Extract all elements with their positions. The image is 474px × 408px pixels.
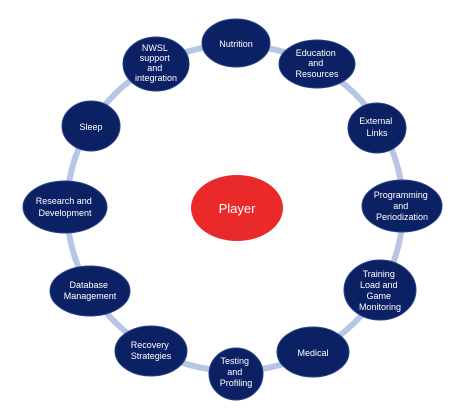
player-center-ellipse bbox=[191, 175, 283, 241]
node-nutrition-shape bbox=[201, 18, 271, 68]
node-education-and-resources-label: Education and Resources bbox=[295, 48, 339, 79]
node-training-load-and-game-monitoring-label: Training Load and Game Monitoring bbox=[359, 269, 401, 312]
node-external-links: External Links bbox=[347, 102, 407, 154]
node-medical-shape bbox=[276, 326, 350, 378]
node-database-management-label: Database Management bbox=[64, 280, 117, 301]
node-recovery-strategies-label: Recovery Strategies bbox=[131, 340, 172, 361]
node-sleep-shape bbox=[61, 100, 121, 152]
node-sleep-label: Sleep bbox=[79, 122, 102, 132]
node-sleep: Sleep bbox=[61, 100, 121, 152]
player-center-label: Player bbox=[219, 201, 257, 216]
node-research-and-development-shape bbox=[22, 180, 108, 234]
node-database-management: Database Management bbox=[49, 265, 131, 317]
node-medical: Medical bbox=[276, 326, 350, 378]
node-nwsl-support-and-integration-shape bbox=[122, 36, 190, 92]
node-programming-and-periodization: Programming and Periodization bbox=[361, 179, 443, 233]
node-training-load-and-game-monitoring: Training Load and Game Monitoring bbox=[343, 259, 417, 321]
node-testing-and-profiling-label: Testing and Profiling bbox=[220, 356, 253, 388]
node-education-and-resources-shape bbox=[278, 39, 356, 89]
node-testing-and-profiling: Testing and Profiling bbox=[208, 347, 264, 401]
node-nutrition-label: Nutrition bbox=[219, 39, 253, 49]
node-nwsl-support-and-integration-label: NWSL support and integration bbox=[135, 43, 177, 83]
node-education-and-resources: Education and Resources bbox=[278, 39, 356, 89]
node-medical-label: Medical bbox=[297, 348, 328, 358]
node-programming-and-periodization-label: Programming and Periodization bbox=[374, 190, 431, 222]
node-nwsl-support-and-integration: NWSL support and integration bbox=[122, 36, 190, 92]
node-research-and-development-label: Research and Development bbox=[36, 196, 95, 218]
player-center-node: Player bbox=[191, 175, 283, 241]
node-recovery-strategies-shape bbox=[114, 325, 188, 377]
node-nutrition: Nutrition bbox=[201, 18, 271, 68]
outer-nodes: Nutrition Education and Resources Extern… bbox=[22, 18, 443, 401]
node-research-and-development: Research and Development bbox=[22, 180, 108, 234]
node-recovery-strategies: Recovery Strategies bbox=[114, 325, 188, 377]
node-database-management-shape bbox=[49, 265, 131, 317]
node-programming-and-periodization-shape bbox=[361, 179, 443, 233]
node-external-links-shape bbox=[347, 102, 407, 154]
node-external-links-label: External Links bbox=[359, 116, 395, 138]
node-training-load-and-game-monitoring-shape bbox=[343, 259, 417, 321]
node-testing-and-profiling-shape bbox=[208, 347, 264, 401]
